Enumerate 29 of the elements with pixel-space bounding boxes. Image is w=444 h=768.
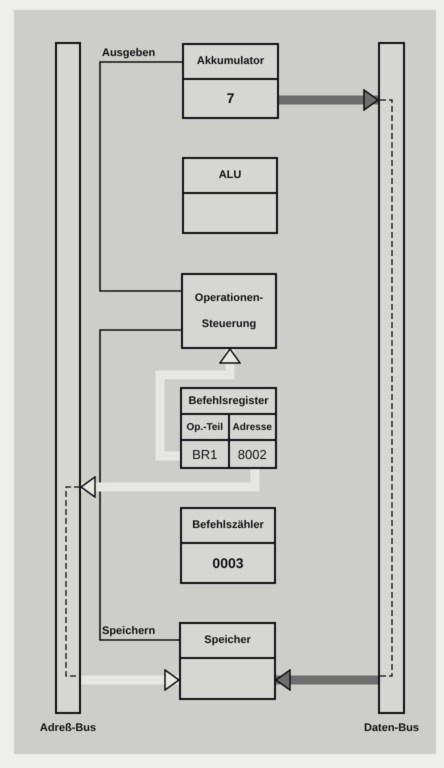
field-label: Adresse [232, 420, 272, 434]
register-value: 0003 [212, 556, 244, 570]
bus-label: Daten-Bus [364, 722, 419, 734]
field-value: 8002 [238, 448, 267, 460]
register-box [179, 622, 276, 700]
field-value: BR1 [192, 448, 218, 460]
edge-label: Speichern [101, 625, 156, 638]
register-value: 7 [226, 92, 234, 105]
bus-transfer-arrow [81, 669, 180, 691]
control-line [99, 61, 182, 292]
unit-label: Befehlszähler [192, 519, 264, 532]
bus-transfer-arrow [279, 89, 379, 111]
bus-transfer-arrow [156, 348, 241, 460]
bus-transfer-arrow [80, 469, 260, 498]
register-box [182, 43, 279, 119]
unit-label: Operationen- Steuerung [194, 291, 264, 332]
register-table-box [180, 387, 277, 469]
field-label: Op.-Teil [186, 420, 223, 434]
control-box [181, 273, 277, 349]
unit-label: ALU [218, 169, 242, 182]
bus-transfer-arrow [275, 669, 378, 691]
edge-label: Ausgeben [101, 47, 156, 60]
unit-label: Befehlsregister [188, 394, 269, 408]
bus-label: Adreß-Bus [40, 722, 96, 734]
unit-label: Speicher [204, 634, 251, 647]
unit-label: Akkumulator [196, 55, 264, 68]
register-box [182, 157, 278, 234]
register-box [180, 507, 276, 584]
control-line [99, 329, 181, 641]
